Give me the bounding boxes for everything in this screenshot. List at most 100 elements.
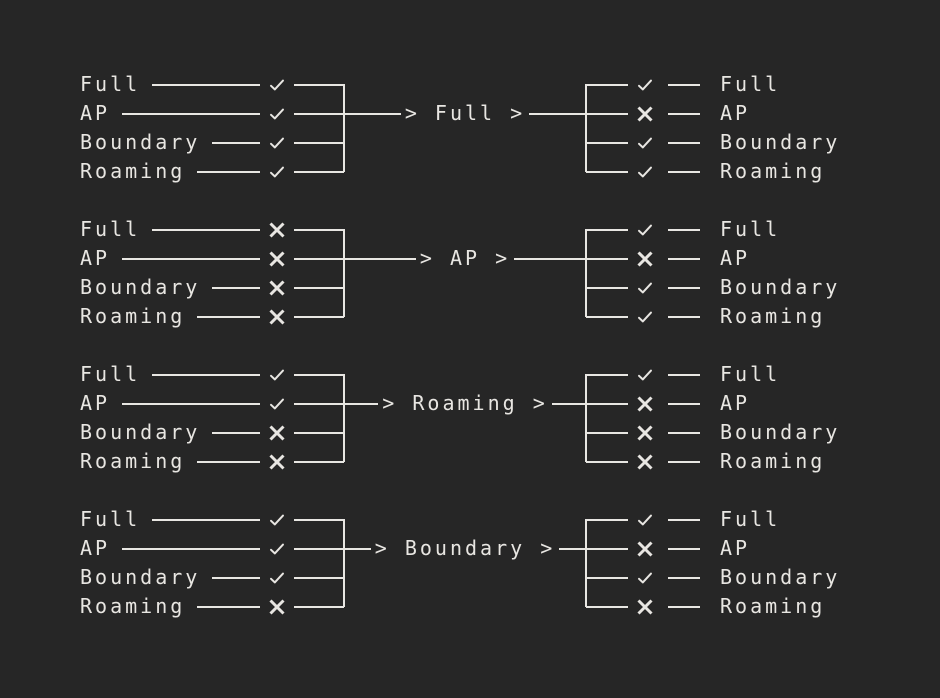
connector-line [152, 373, 260, 376]
connector-line [212, 576, 260, 579]
check-icon [628, 128, 662, 157]
mode-label: AP [720, 391, 751, 415]
connector-line [122, 402, 260, 405]
incoming-row: Roaming [80, 592, 344, 621]
connector-line [294, 518, 344, 521]
connector-line [668, 402, 700, 405]
connector-line [294, 112, 344, 115]
mode-label: Roaming [720, 159, 826, 183]
connector-line [586, 141, 628, 144]
outgoing-row: Full [586, 215, 906, 244]
connector-line [586, 460, 628, 463]
outgoing-row: AP [586, 99, 906, 128]
incoming-row: Boundary [80, 563, 344, 592]
outgoing-row: AP [586, 389, 906, 418]
merge-bracket [343, 518, 345, 607]
connector-line [668, 605, 700, 608]
connector-line [586, 112, 628, 115]
incoming-row: Full [80, 360, 344, 389]
connector-line [294, 228, 344, 231]
split-bracket [585, 373, 587, 462]
connector-line [212, 141, 260, 144]
mode-label: Roaming [80, 594, 186, 618]
connector-line [197, 170, 260, 173]
connector-line [294, 170, 344, 173]
check-icon [260, 99, 294, 128]
incoming-row: Full [80, 70, 344, 99]
connector-line [586, 286, 628, 289]
connector-line [294, 315, 344, 318]
outgoing-row: Boundary [586, 128, 906, 157]
check-icon [628, 505, 662, 534]
cross-icon [628, 389, 662, 418]
mode-label: AP [720, 246, 751, 270]
connector-line [586, 228, 628, 231]
arrow-line [529, 112, 587, 115]
cross-icon [260, 418, 294, 447]
connector-line [122, 112, 260, 115]
incoming-row: Roaming [80, 302, 344, 331]
connector-line [668, 286, 700, 289]
check-icon [628, 215, 662, 244]
connector-line [668, 431, 700, 434]
mode-label: Full [720, 217, 781, 241]
incoming-row: AP [80, 534, 344, 563]
check-icon [260, 128, 294, 157]
mode-label: AP [80, 536, 111, 560]
connector-line [122, 547, 260, 550]
transition-arrow-row: > Full > [344, 99, 587, 128]
check-icon [628, 157, 662, 186]
outgoing-row: Boundary [586, 418, 906, 447]
arrow-line [514, 257, 586, 260]
connector-line [212, 431, 260, 434]
connector-line [294, 141, 344, 144]
mode-label: Boundary [80, 420, 201, 444]
connector-line [197, 315, 260, 318]
connector-line [586, 605, 628, 608]
mode-label: Boundary [80, 130, 201, 154]
mode-label: Full [80, 507, 141, 531]
mode-label: AP [720, 101, 751, 125]
outgoing-row: Full [586, 360, 906, 389]
mode-label: Full [720, 362, 781, 386]
connector-line [294, 286, 344, 289]
mode-label: Roaming [80, 159, 186, 183]
transition-label: > Full > [404, 101, 526, 125]
connector-line [586, 83, 628, 86]
cross-icon [628, 534, 662, 563]
connector-line [668, 460, 700, 463]
cross-icon [260, 302, 294, 331]
arrow-line [559, 547, 586, 550]
connector-line [668, 373, 700, 376]
transition-label: > Roaming > [382, 391, 548, 415]
mode-label: Roaming [720, 449, 826, 473]
check-icon [628, 70, 662, 99]
cross-icon [260, 273, 294, 302]
arrow-line [344, 402, 379, 405]
mode-label: Boundary [720, 130, 841, 154]
connector-line [294, 460, 344, 463]
connector-line [586, 431, 628, 434]
mode-label: Boundary [720, 420, 841, 444]
mode-label: AP [80, 391, 111, 415]
mode-label: Roaming [80, 449, 186, 473]
cross-icon [628, 99, 662, 128]
incoming-row: Boundary [80, 128, 344, 157]
connector-line [586, 170, 628, 173]
incoming-row: AP [80, 99, 344, 128]
connector-line [294, 373, 344, 376]
arrow-line [344, 257, 416, 260]
connector-line [294, 431, 344, 434]
outgoing-row: Roaming [586, 592, 906, 621]
connector-line [294, 605, 344, 608]
cross-icon [260, 592, 294, 621]
split-bracket [585, 228, 587, 317]
check-icon [260, 563, 294, 592]
connector-line [586, 373, 628, 376]
mode-label: Boundary [80, 565, 201, 589]
cross-icon [260, 244, 294, 273]
